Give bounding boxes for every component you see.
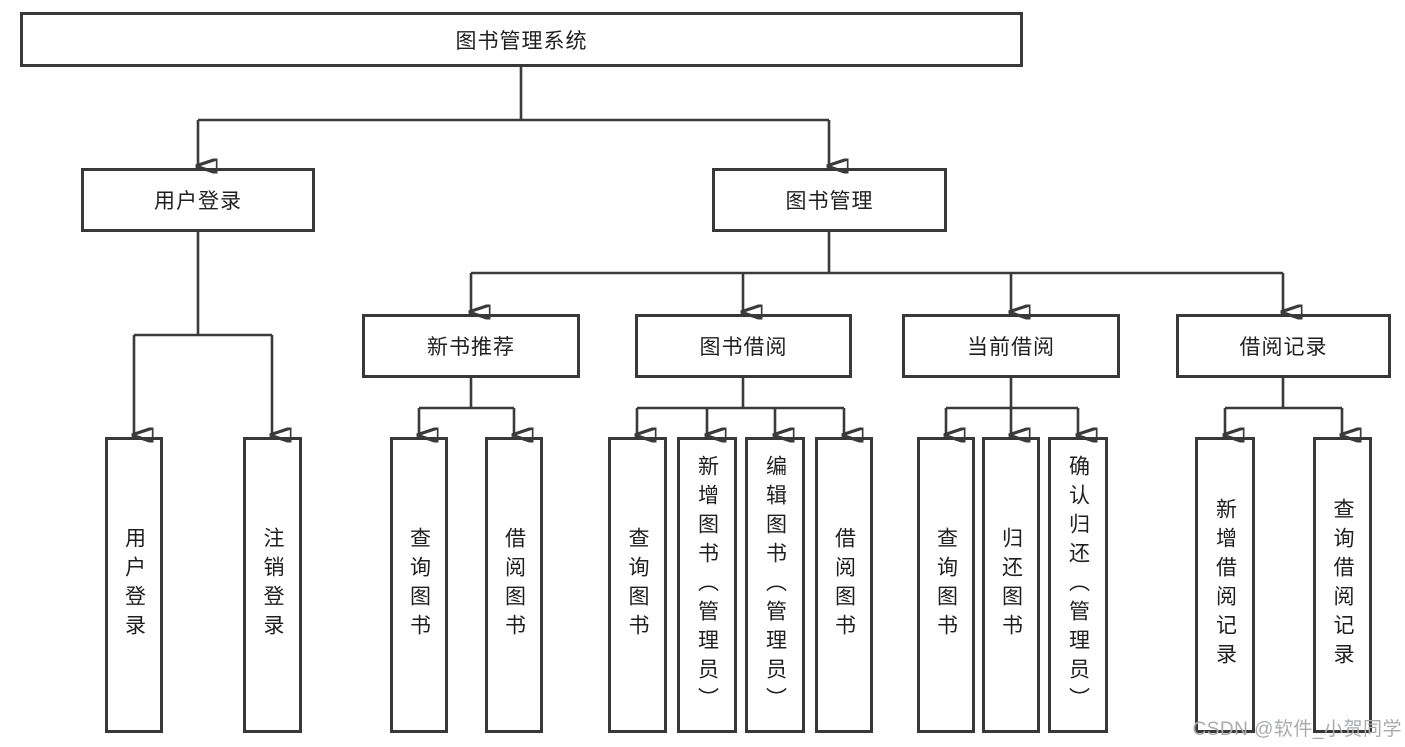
connectors-new-book-recommend	[419, 378, 514, 435]
node-book-borrowing: 图书借阅	[635, 314, 852, 378]
connectors-current-borrowing	[946, 378, 1078, 435]
leaf-return-books: 归还图书	[982, 437, 1040, 733]
node-label: 新书推荐	[427, 336, 515, 359]
leaf-label: 借阅图书	[502, 527, 526, 643]
leaf-user-login: 用户登录	[105, 437, 163, 733]
leaf-add-borrow-record: 新增借阅记录	[1195, 437, 1255, 733]
connectors-borrowing-records	[1225, 378, 1342, 435]
leaf-borrow-books-newbook: 借阅图书	[485, 437, 543, 733]
node-label: 图书管理系统	[455, 29, 588, 53]
node-label: 当前借阅	[967, 336, 1055, 359]
leaf-label: 查询图书	[407, 527, 431, 643]
leaf-edit-book-admin: 编辑图书（管理员）	[745, 437, 805, 733]
watermark: CSDN @软件_小贺同学	[1192, 719, 1402, 740]
leaf-label: 查询借阅记录	[1331, 498, 1354, 672]
connectors-user-login	[134, 232, 272, 435]
node-new-book-recommend: 新书推荐	[362, 314, 580, 378]
leaf-label: 新增图书（管理员）	[695, 454, 719, 716]
leaf-logout: 注销登录	[243, 437, 302, 733]
node-label: 用户登录	[154, 190, 242, 213]
leaf-label: 归还图书	[999, 527, 1023, 643]
connectors-book-management	[471, 232, 1283, 312]
connectors-book-borrowing	[637, 378, 844, 435]
node-current-borrowing: 当前借阅	[902, 314, 1120, 378]
leaf-add-book-admin: 新增图书（管理员）	[677, 437, 737, 733]
node-book-management: 图书管理	[712, 168, 947, 232]
leaf-label: 查询图书	[934, 527, 958, 643]
node-library-management-system: 图书管理系统	[20, 12, 1023, 67]
node-label: 图书管理	[785, 190, 874, 213]
leaf-label: 用户登录	[122, 527, 146, 643]
node-label: 借阅记录	[1239, 336, 1328, 359]
leaf-confirm-return-admin: 确认归还（管理员）	[1048, 437, 1108, 733]
leaf-query-books-borrow: 查询图书	[608, 437, 667, 733]
leaf-label: 借阅图书	[832, 527, 856, 643]
leaf-query-borrow-record: 查询借阅记录	[1313, 437, 1372, 733]
leaf-label: 查询图书	[626, 527, 649, 643]
leaf-label: 确认归还（管理员）	[1066, 454, 1090, 716]
connectors-root-to-level2	[198, 67, 829, 166]
leaf-label: 新增借阅记录	[1213, 498, 1237, 672]
node-label: 图书借阅	[699, 336, 788, 359]
node-user-login: 用户登录	[81, 168, 315, 232]
leaf-query-books-current: 查询图书	[917, 437, 975, 733]
node-borrowing-records: 借阅记录	[1176, 314, 1391, 378]
leaf-label: 注销登录	[261, 527, 284, 643]
leaf-borrow-books-borrow: 借阅图书	[815, 437, 873, 733]
leaf-query-books-newbook: 查询图书	[390, 437, 448, 733]
leaf-label: 编辑图书（管理员）	[763, 454, 787, 716]
